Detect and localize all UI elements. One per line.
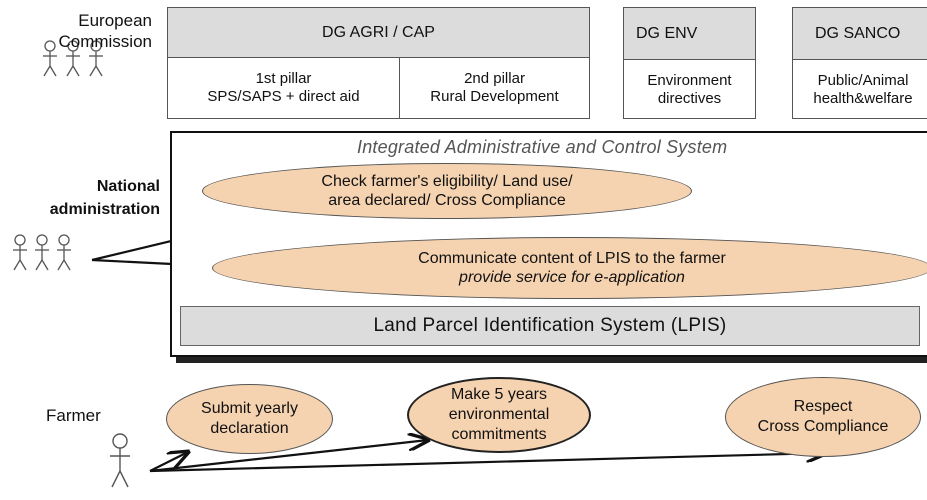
dg-env-header: DG ENV: [624, 8, 755, 60]
dg-env-title: DG ENV: [636, 25, 698, 42]
lpis-label: Land Parcel Identification System (LPIS): [373, 315, 727, 336]
cross-compliance-ellipse: Respect Cross Compliance: [725, 377, 921, 457]
lpis-communication-ellipse: Communicate content of LPIS to the farme…: [212, 237, 927, 299]
commission-actor-icon: [43, 40, 103, 77]
dg-sanco-box: DG SANCO Public/Animal health&welfare: [792, 7, 927, 119]
dg-agri-box: DG AGRI / CAP 1st pillar SPS/SAPS + dire…: [167, 7, 590, 119]
dg-sanco-body: Public/Animal health&welfare: [813, 72, 913, 107]
farmer-actor-icon: [110, 433, 130, 488]
commission-label: European Commission: [58, 11, 152, 51]
eligibility-check-ellipse: Check farmer's eligibility/ Land use/ ar…: [202, 163, 692, 219]
dg-env-box: DG ENV Environment directives: [623, 7, 756, 119]
arrow-farmer-to-commitments: [149, 440, 428, 473]
dg-sanco-title: DG SANCO: [815, 25, 901, 42]
farmer-label: Farmer: [46, 406, 101, 425]
dg-agri-title: DG AGRI / CAP: [322, 24, 435, 41]
dg-agri-pillar2: 2nd pillar Rural Development: [430, 70, 559, 105]
dg-env-body: Environment directives: [647, 71, 732, 107]
environmental-commitments-ellipse: Make 5 years environmental commitments: [407, 377, 591, 453]
dg-sanco-header: DG SANCO: [793, 8, 927, 60]
arrow-farmer-to-declaration: [149, 452, 188, 472]
dg-agri-header: DG AGRI / CAP: [168, 8, 589, 58]
national-label: National administration: [49, 178, 160, 218]
lpis-bar: Land Parcel Identification System (LPIS): [180, 306, 920, 346]
yearly-declaration-ellipse: Submit yearly declaration: [166, 384, 333, 454]
arrow-farmer-to-cross-compliance: [149, 453, 826, 473]
national-actor-icon: [13, 234, 71, 271]
iacs-title: Integrated Administrative and Control Sy…: [357, 137, 728, 157]
dg-agri-pillar1: 1st pillar SPS/SAPS + direct aid: [168, 58, 400, 118]
